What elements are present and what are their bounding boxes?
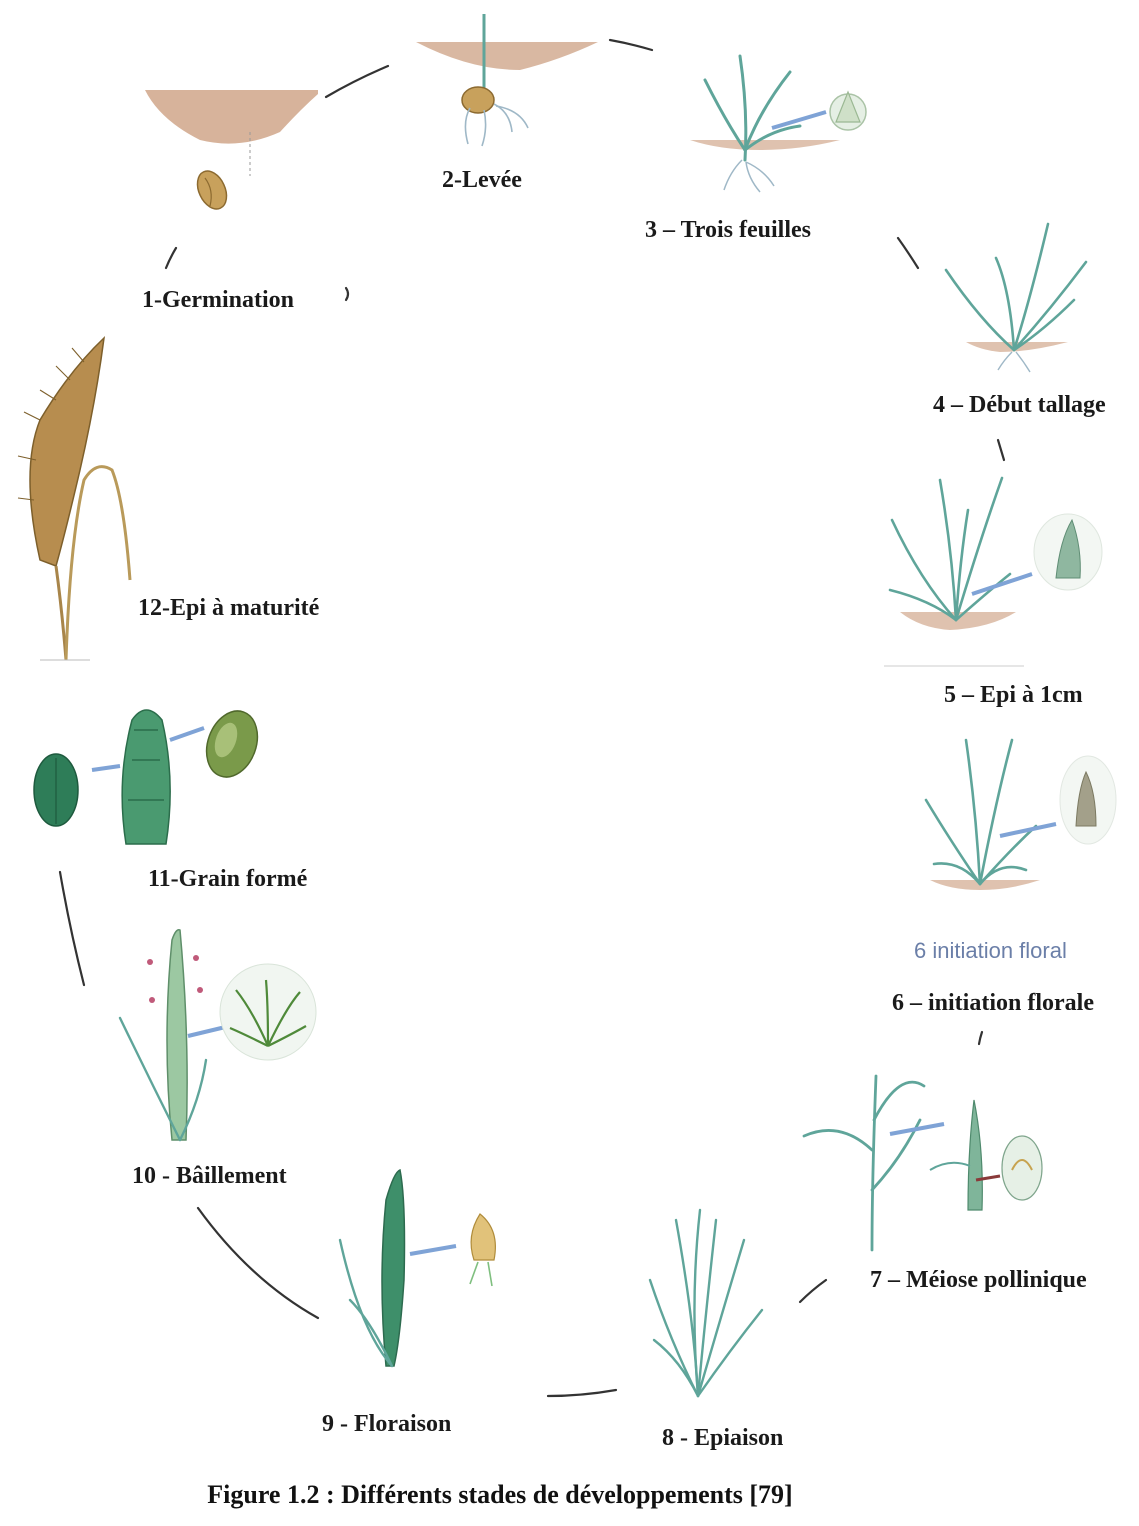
- apex-icon: [830, 92, 866, 130]
- spikelet-icon: [1034, 514, 1102, 590]
- seed-icon: [192, 166, 232, 213]
- seed-icon: [462, 87, 494, 113]
- spikelet-icon: [220, 964, 316, 1060]
- connector-1-2: [326, 66, 388, 97]
- grain-formed-illustration: [34, 704, 266, 844]
- arrow: [92, 766, 120, 770]
- cycle-connectors: [60, 40, 1004, 1396]
- stem: [56, 566, 66, 660]
- anther-icon: [930, 1100, 1042, 1210]
- green-ear: [167, 930, 187, 1140]
- anther-icon: [470, 1214, 495, 1286]
- arrow: [410, 1246, 456, 1254]
- soil-layer: [930, 880, 1040, 890]
- figure-caption: Figure 1.2 : Différents stades de dévelo…: [0, 1482, 1000, 1508]
- grain-icon: [34, 754, 78, 826]
- stage-label-grain-forme: 11-Grain formé: [148, 867, 307, 891]
- emergence-illustration: [416, 14, 598, 146]
- stage-label-floraison: 9 - Floraison: [322, 1412, 451, 1436]
- three-leaves-illustration: [690, 56, 866, 192]
- connector-8-9: [548, 1390, 616, 1396]
- arrow: [170, 728, 204, 740]
- soil-layer: [145, 90, 318, 144]
- tillering-illustration: [946, 224, 1086, 372]
- soil-layer: [416, 42, 598, 70]
- stage-label-trois-feuilles: 3 – Trois feuilles: [645, 218, 811, 242]
- anthesis-illustration: [120, 930, 316, 1140]
- leaf: [66, 467, 130, 660]
- connector-10-11: [60, 872, 84, 985]
- ripe-ear: [30, 338, 104, 566]
- connector-7-8: [800, 1280, 826, 1302]
- stage-label-initiation-florale: 6 – initiation florale: [892, 991, 1094, 1015]
- ear-1cm-illustration: [884, 478, 1102, 666]
- meiosis-illustration: [804, 1076, 1042, 1250]
- connector-6-7: [979, 1032, 982, 1044]
- connector-4-5: [998, 440, 1004, 460]
- connector-9-10: [198, 1208, 318, 1318]
- stage-label-baillement: 10 - Bâillement: [132, 1164, 287, 1188]
- floral-initiation-illustration: [926, 740, 1116, 890]
- mature-ear-illustration: [18, 338, 130, 660]
- connector-small-1: [346, 288, 348, 300]
- stage-label-epi-maturite: 12-Epi à maturité: [138, 596, 319, 620]
- germination-illustration: [145, 90, 318, 214]
- stage-label-epi-1cm: 5 – Epi à 1cm: [944, 683, 1083, 707]
- stage-label-germination: 1-Germination: [142, 288, 294, 312]
- green-ear: [382, 1170, 405, 1366]
- stage-label-epiaison: 8 - Epiaison: [662, 1426, 783, 1450]
- connector-3-4: [898, 238, 918, 268]
- soil-layer: [690, 140, 840, 150]
- inner-caption-floral: 6 initiation floral: [914, 940, 1067, 962]
- flowering-illustration: [340, 1170, 495, 1366]
- stage-label-levee: 2-Levée: [442, 168, 522, 192]
- stage-label-debut-tallage: 4 – Début tallage: [933, 393, 1106, 417]
- arrow: [972, 574, 1032, 594]
- connector-2-3: [610, 40, 652, 50]
- spikelet-icon: [1060, 756, 1116, 844]
- heading-illustration: [650, 1210, 762, 1396]
- connector-12-1: [166, 248, 176, 268]
- stage-label-meiose-pollinique: 7 – Méiose pollinique: [870, 1268, 1087, 1292]
- green-ear: [122, 710, 170, 844]
- grain-icon: [198, 704, 266, 784]
